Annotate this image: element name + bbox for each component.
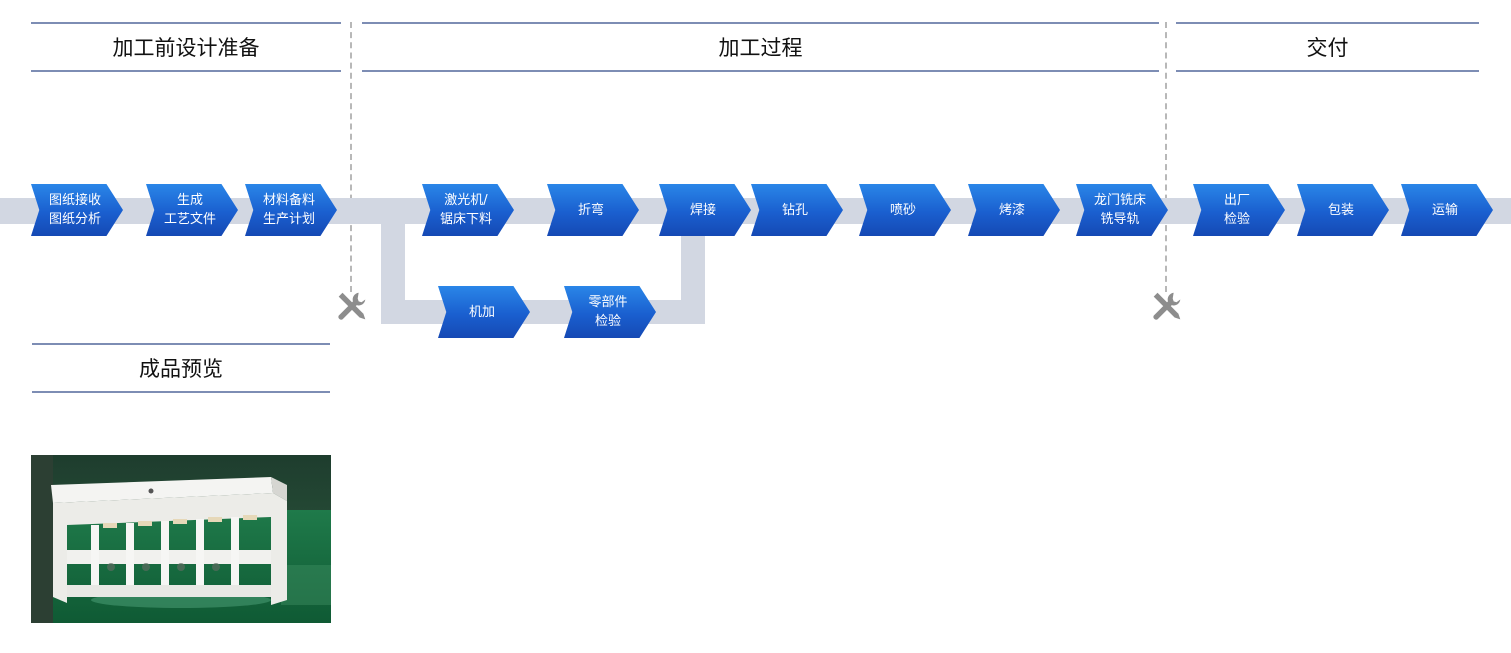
step-label: 运输 xyxy=(1431,202,1458,218)
divider-prep-process xyxy=(350,22,352,292)
step-material-plan: 材料备料 生产计划 xyxy=(245,184,337,236)
step-painting: 烤漆 xyxy=(968,184,1060,236)
product-preview-photo xyxy=(31,455,331,623)
section-title-preview: 成品预览 xyxy=(139,357,223,381)
step-label: 材料备料 生产计划 xyxy=(262,193,315,227)
step-label: 图纸接收 图纸分析 xyxy=(48,193,101,227)
step-label: 喷砂 xyxy=(889,202,916,218)
section-header-delivery: 交付 xyxy=(1176,22,1479,72)
step-label: 零部件 检验 xyxy=(588,295,628,329)
section-title-delivery: 交付 xyxy=(1306,36,1349,60)
step-label: 出厂 检验 xyxy=(1223,193,1250,227)
step-transport: 运输 xyxy=(1401,184,1493,236)
step-process-docs: 生成 工艺文件 xyxy=(146,184,238,236)
step-label: 焊接 xyxy=(689,202,716,218)
step-bending: 折弯 xyxy=(547,184,639,236)
section-header-prep: 加工前设计准备 xyxy=(31,22,341,72)
section-title-process: 加工过程 xyxy=(718,36,803,60)
step-drilling: 钻孔 xyxy=(751,184,843,236)
step-label: 折弯 xyxy=(577,202,604,218)
step-parts-inspection: 零部件 检验 xyxy=(564,286,656,338)
wrench-screwdriver-icon xyxy=(338,292,366,320)
step-sandblasting: 喷砂 xyxy=(859,184,951,236)
step-label: 包装 xyxy=(1327,202,1354,218)
step-label: 烤漆 xyxy=(998,202,1025,218)
step-label: 龙门铣床 铣导轨 xyxy=(1093,193,1146,227)
step-final-inspection: 出厂 检验 xyxy=(1193,184,1285,236)
step-label: 激光机/ 锯床下料 xyxy=(439,193,492,227)
wrench-screwdriver-icon xyxy=(1153,292,1181,320)
step-welding: 焊接 xyxy=(659,184,751,236)
step-laser-cutting: 激光机/ 锯床下料 xyxy=(422,184,514,236)
step-label: 机加 xyxy=(468,304,495,320)
section-title-prep: 加工前设计准备 xyxy=(112,36,260,60)
step-machining: 机加 xyxy=(438,286,530,338)
step-label: 钻孔 xyxy=(781,202,808,218)
divider-process-delivery xyxy=(1165,22,1167,292)
step-gantry-milling: 龙门铣床 铣导轨 xyxy=(1076,184,1168,236)
step-label: 生成 工艺文件 xyxy=(163,193,216,227)
section-header-process: 加工过程 xyxy=(362,22,1159,72)
section-header-preview: 成品预览 xyxy=(32,343,330,393)
step-drawing-receipt: 图纸接收 图纸分析 xyxy=(31,184,123,236)
step-packaging: 包装 xyxy=(1297,184,1389,236)
branch-track-bottom xyxy=(381,300,705,324)
